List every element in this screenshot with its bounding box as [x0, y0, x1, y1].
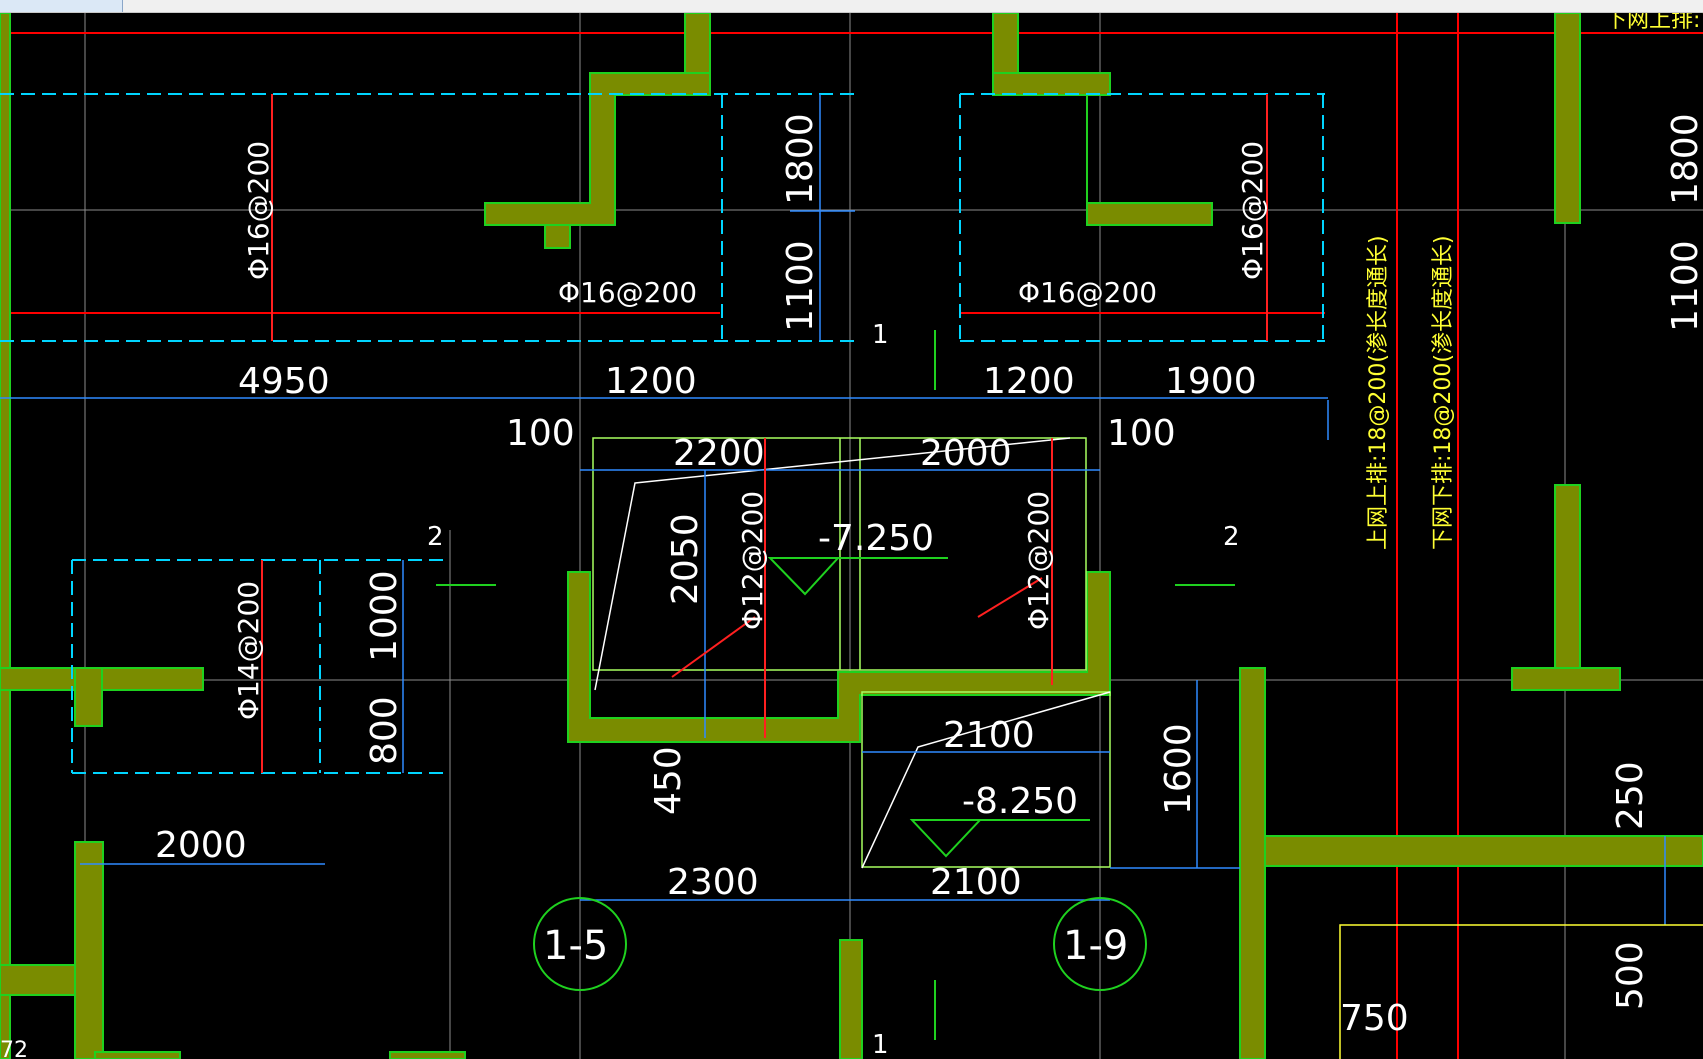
dim-1100-mid: 1100	[780, 240, 821, 332]
hidden-lines	[0, 93, 1325, 774]
dim-500: 500	[1610, 941, 1651, 1010]
section-circle-left[interactable]	[533, 897, 627, 991]
dim-2300: 2300	[667, 862, 759, 903]
marker-1-top: 1	[872, 320, 889, 350]
dim-2100-bottom: 2100	[930, 862, 1022, 903]
dim-1800-right: 1800	[1665, 113, 1703, 205]
dim-100-left: 100	[506, 413, 575, 454]
marker-1-bottom: 1	[872, 1030, 889, 1059]
active-tab[interactable]	[0, 0, 123, 12]
marker-2-right: 2	[1223, 522, 1240, 552]
dim-1000: 1000	[364, 570, 405, 662]
rebar-label-top-right: Φ16@200	[1236, 141, 1269, 280]
section-mark-left: 1-5	[543, 923, 608, 969]
rebar-lines	[261, 94, 1268, 773]
toolbar-strip	[0, 0, 1703, 13]
dim-2100-top: 2100	[943, 715, 1035, 756]
elevation-upper: -7.250	[818, 518, 934, 559]
marker-2-left: 2	[427, 522, 444, 552]
section-mark-right: 1-9	[1063, 923, 1128, 969]
rebar-label-top-left: Φ16@200	[242, 141, 275, 280]
dim-2000-left: 2000	[155, 825, 247, 866]
dim-2200: 2200	[673, 433, 765, 474]
tick-marks	[436, 330, 1235, 1040]
section-circle-right[interactable]	[1053, 897, 1147, 991]
marker-72: 72	[0, 1038, 28, 1059]
note-top-clip: 下网上排:18	[1605, 13, 1703, 33]
dim-1200-left: 1200	[605, 361, 697, 402]
rebar-label-pit-left: Φ12@200	[736, 491, 769, 630]
dim-1100-right: 1100	[1665, 240, 1703, 332]
slope-lines	[594, 437, 1111, 869]
walls	[0, 13, 1703, 1059]
dim-4950: 4950	[238, 361, 330, 402]
dim-1800-mid: 1800	[780, 113, 821, 205]
dim-2050: 2050	[665, 513, 706, 605]
cad-drawing-canvas[interactable]: 4950 1200 1200 1900 100 100 2200 2000 23…	[0, 13, 1703, 1059]
note-upper-rebar: 上网上排:18@200(渗长度通长)	[1366, 235, 1391, 550]
dim-800: 800	[364, 696, 405, 765]
axis-lines	[0, 13, 1703, 1059]
rebar-label-pit-right: Φ12@200	[1022, 491, 1055, 630]
rebar-label-top-mid-right: Φ16@200	[1018, 276, 1157, 309]
elevation-symbols	[767, 557, 1090, 858]
rebar-label-left-mid: Φ14@200	[232, 581, 265, 720]
rebar-label-top-mid-left: Φ16@200	[558, 276, 697, 309]
dim-250: 250	[1610, 761, 1651, 830]
dim-100-right: 100	[1107, 413, 1176, 454]
dim-1600: 1600	[1158, 723, 1199, 815]
elevation-lower: -8.250	[962, 781, 1078, 822]
dim-450: 450	[648, 746, 689, 815]
dim-2000: 2000	[920, 433, 1012, 474]
detail-box-outline	[1339, 924, 1703, 1059]
dim-750: 750	[1340, 998, 1409, 1039]
dim-1900: 1900	[1165, 361, 1257, 402]
dim-1200-right: 1200	[983, 361, 1075, 402]
note-lower-rebar: 下网下排:18@200(渗长度通长)	[1431, 235, 1456, 550]
pit-outline	[592, 437, 1111, 868]
dimension-lines	[0, 94, 1666, 925]
